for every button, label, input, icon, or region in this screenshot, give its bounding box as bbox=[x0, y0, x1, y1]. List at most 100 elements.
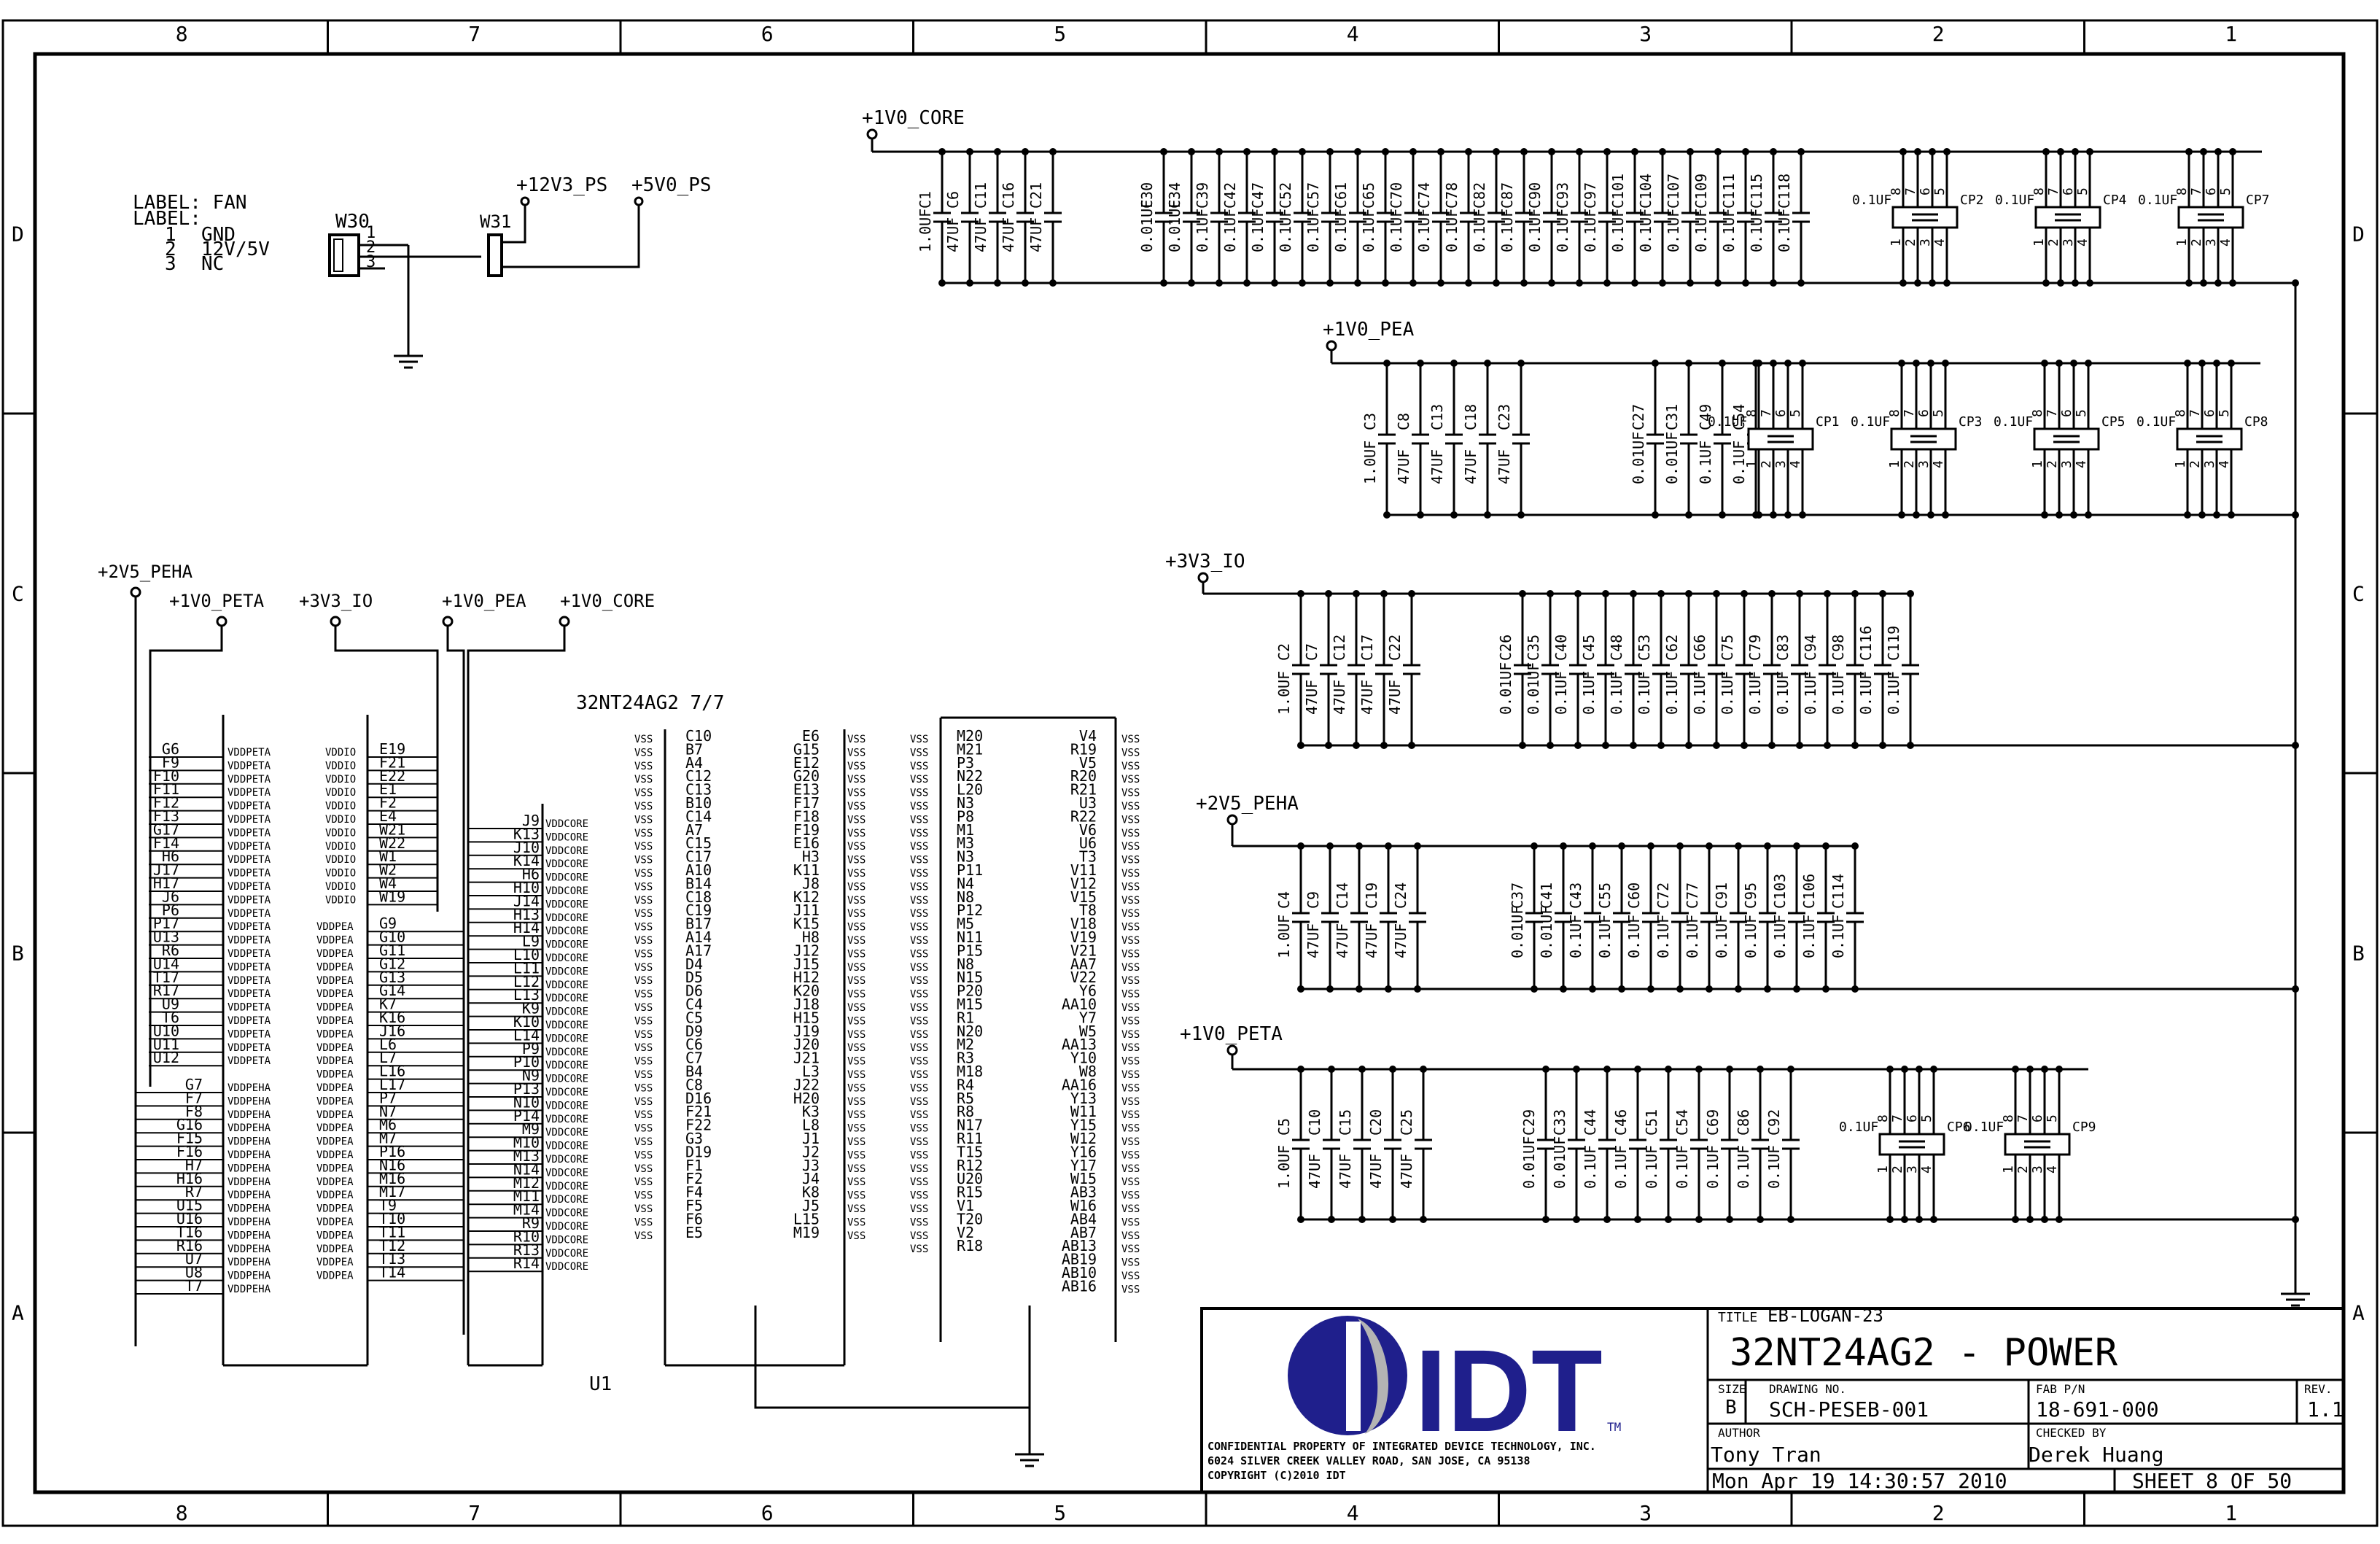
u1-pin: L14 bbox=[513, 1026, 540, 1044]
capacitor-value: 47UF bbox=[972, 217, 989, 252]
u1-pin-func: VSS bbox=[910, 788, 928, 799]
capacitor-value: 0.1UF bbox=[1691, 671, 1708, 715]
junction-dot bbox=[1943, 279, 1951, 287]
title-value: EB-LOGAN-23 bbox=[1768, 1306, 1883, 1326]
u1-pin: E5 bbox=[685, 1224, 703, 1241]
u1-pin: U8 bbox=[185, 1264, 203, 1281]
u1-pin: J19 bbox=[793, 1023, 820, 1040]
u1-pin: G20 bbox=[793, 767, 820, 785]
rail-terminal bbox=[1226, 814, 1238, 826]
junction-dot bbox=[1326, 148, 1334, 155]
u1-pin-func: VSS bbox=[634, 1082, 653, 1094]
pack-value: 0.1UF bbox=[1995, 193, 2034, 208]
pack-value: 0.1UF bbox=[1851, 414, 1890, 430]
junction-dot bbox=[1930, 1066, 1937, 1073]
u1-pin: V5 bbox=[1079, 754, 1097, 772]
u1-pin: H20 bbox=[793, 1090, 820, 1107]
pack-ref: CP5 bbox=[2101, 414, 2126, 430]
u1-pin-func: VDDPETA bbox=[228, 814, 271, 826]
u1-pin-func: VSS bbox=[910, 761, 928, 772]
capacitor-value: 47UF bbox=[1395, 449, 1412, 484]
u1-pin: K10 bbox=[513, 1013, 540, 1031]
junction-dot bbox=[1634, 1216, 1641, 1223]
u1-pin-func: VDDCORE bbox=[545, 1248, 588, 1260]
u1-pin-func: VDDIO bbox=[325, 747, 356, 759]
u1-pin-func: VSS bbox=[910, 828, 928, 839]
u1-pin-func: VDDPEA bbox=[316, 935, 354, 947]
junction-dot bbox=[1271, 148, 1278, 155]
capacitor-value: 0.1UF bbox=[1332, 209, 1350, 252]
u1-pin: M12 bbox=[513, 1174, 540, 1192]
pack-pin-num: 7 bbox=[2188, 409, 2203, 417]
u1-pin-func: VDDPETA bbox=[228, 787, 271, 799]
u1-pin-func: VDDPEHA bbox=[228, 1082, 271, 1094]
frame-row-label: A bbox=[12, 1301, 24, 1325]
u1-pin: J15 bbox=[793, 955, 820, 973]
u1-pin-func: VSS bbox=[634, 1217, 653, 1228]
pack-pin-num: 8 bbox=[2001, 1114, 2016, 1122]
u1-pin: C14 bbox=[685, 807, 712, 825]
junction-dot bbox=[1851, 590, 1859, 597]
u1-pin: J8 bbox=[802, 874, 820, 892]
u1-pin: E22 bbox=[379, 767, 405, 785]
capacitor-ref: C30 bbox=[1138, 182, 1156, 209]
fan-jumper-body bbox=[487, 233, 503, 277]
u1-pin: C8 bbox=[685, 1076, 703, 1093]
u1-pin: J4 bbox=[802, 1170, 820, 1187]
junction-dot bbox=[2086, 148, 2093, 155]
decoupling-section: +1V0_COREC11.0UFC647UFC1147UFC1647UFC214… bbox=[862, 107, 2310, 1307]
capacitor-value: 0.1UF bbox=[1249, 209, 1267, 252]
u1-pin-group-vss: C10VSSB7VSSA4VSSC12VSSC13VSSB10VSSC14VSS… bbox=[634, 727, 712, 1242]
u1-pin-func: VSS bbox=[1121, 814, 1140, 826]
junction-dot bbox=[1784, 511, 1792, 519]
pack-pin-num: 6 bbox=[2202, 409, 2217, 417]
junction-dot bbox=[1652, 360, 1659, 367]
u1-pin: N3 bbox=[957, 794, 974, 812]
junction-dot bbox=[1886, 1216, 1894, 1223]
u1-pin: N9 bbox=[522, 1067, 540, 1085]
u1-pin-func: VSS bbox=[847, 828, 866, 839]
junction-dot bbox=[2185, 148, 2193, 155]
capacitor-value: 0.1UF bbox=[1829, 671, 1847, 715]
u1-pin-func: VSS bbox=[910, 1244, 928, 1255]
u1-pin-func: VDDPETA bbox=[228, 1015, 271, 1027]
junction-dot bbox=[1755, 511, 1762, 519]
decoupling-bank: +1V0_COREC11.0UFC647UFC1147UFC1647UFC214… bbox=[862, 107, 2299, 287]
u1-pin-func: VSS bbox=[634, 1056, 653, 1068]
u1-pin-func: VDDCORE bbox=[545, 1087, 588, 1098]
u1-pin: U15 bbox=[176, 1197, 203, 1214]
u1-pin-func: VDDCORE bbox=[545, 926, 588, 937]
u1-pin-func: VSS bbox=[1121, 1002, 1140, 1014]
pack-pin-num: 1 bbox=[2174, 238, 2190, 247]
u1-pin-func: VSS bbox=[1121, 922, 1140, 934]
u1-pin-func: VSS bbox=[847, 1217, 866, 1228]
junction-dot bbox=[1647, 842, 1654, 850]
pack-pin-num: 5 bbox=[2074, 409, 2089, 417]
u1-pin-func: VDDPEHA bbox=[228, 1122, 271, 1134]
u1-pin: AA7 bbox=[1070, 955, 1097, 973]
u1-pin-func: VSS bbox=[910, 855, 928, 866]
u1-pin-func: VDDPEHA bbox=[228, 1230, 271, 1241]
u1-pin-func: VSS bbox=[910, 868, 928, 880]
pack-pin-num: 7 bbox=[2046, 187, 2061, 195]
junction-dot bbox=[1548, 279, 1555, 287]
junction-dot bbox=[2200, 279, 2207, 287]
pack-pin-num: 4 bbox=[1788, 460, 1803, 468]
capacitor-value: 0.1UF bbox=[1596, 915, 1614, 958]
u1-pin-func: VSS bbox=[634, 908, 653, 920]
junction-dot bbox=[1353, 590, 1360, 597]
frame-row-label: D bbox=[12, 222, 24, 247]
junction-dot bbox=[1408, 742, 1415, 749]
u1-pin-func: VSS bbox=[847, 1069, 866, 1081]
junction-dot bbox=[1714, 148, 1722, 155]
pack-pin-num: 8 bbox=[1875, 1114, 1891, 1122]
u1-pin: H14 bbox=[513, 919, 540, 936]
frame-column-label: 7 bbox=[468, 1501, 481, 1525]
junction-dot bbox=[1297, 1216, 1304, 1223]
